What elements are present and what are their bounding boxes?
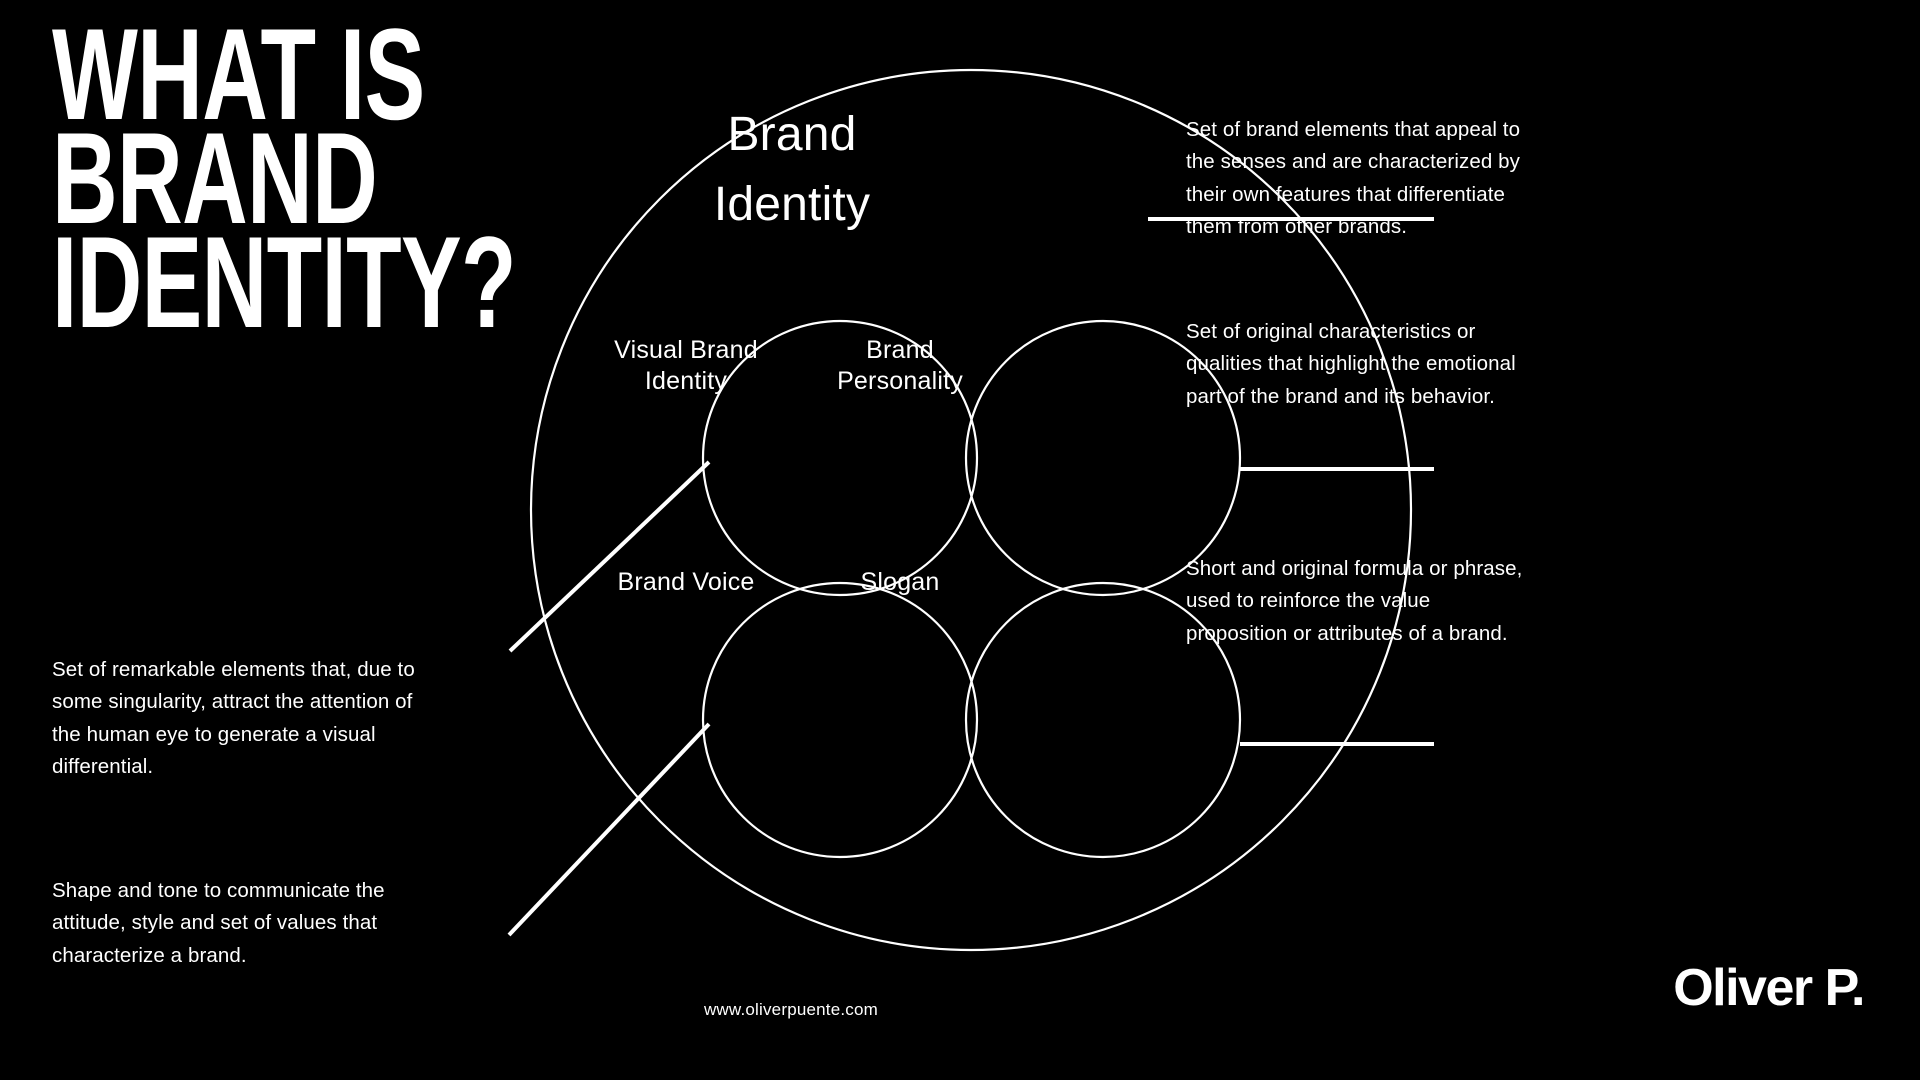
- headline-line-1: WHAT IS: [52, 1, 425, 147]
- label-slogan: Slogan: [860, 568, 940, 596]
- connector-brand-voice: [507, 722, 711, 937]
- label-brand-identity-line-1: Brand: [727, 108, 857, 161]
- label-brand-personality: Brand Personality: [780, 335, 1020, 396]
- label-brand-identity-line-2: Identity: [713, 177, 871, 231]
- connector-visual-brand-identity: [508, 460, 711, 653]
- website-url: www.oliverpuente.com: [703, 1000, 879, 1019]
- headline-line-2: BRAND: [52, 105, 378, 251]
- label-brand-identity: Brand Identity: [662, 100, 922, 239]
- label-brand-personality-line-2: Personality: [837, 366, 963, 395]
- description-brand-voice: Shape and tone to communicate the attitu…: [52, 879, 385, 967]
- label-brand-voice: Brand Voice: [617, 568, 755, 596]
- page-title: WHAT IS BRAND IDENTITY?: [52, 1, 517, 355]
- headline-line-3: IDENTITY?: [52, 209, 517, 355]
- description-slogan: Short and original formula or phrase, us…: [1186, 557, 1523, 645]
- label-visual-brand-identity-line-2: Identity: [644, 366, 728, 395]
- headline-block: WHAT IS BRAND IDENTITY?: [52, 1, 517, 355]
- circle-brand-voice: [701, 581, 979, 859]
- brand-logo: Oliver P.: [1673, 959, 1865, 1017]
- label-brand-personality-line-1: Brand: [866, 336, 934, 364]
- label-visual-brand-identity-line-1: Visual Brand: [614, 336, 758, 364]
- description-visual-brand-identity: Set of remarkable elements that, due to …: [52, 658, 415, 779]
- description-brand-personality: Set of original characteristics or quali…: [1186, 320, 1516, 408]
- label-visual-brand-identity: Visual Brand Identity: [566, 335, 806, 396]
- description-brand-identity: Set of brand elements that appeal to the…: [1186, 118, 1521, 239]
